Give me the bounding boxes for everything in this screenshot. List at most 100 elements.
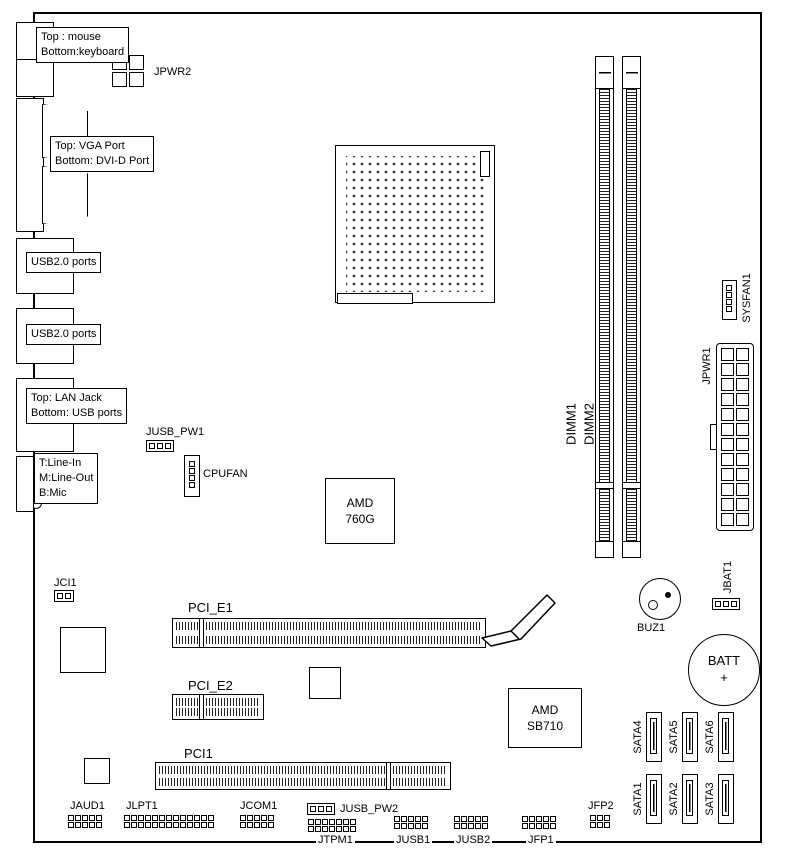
- jfp1-header: [522, 816, 556, 829]
- jusb-pw1-label: JUSB_PW1: [146, 426, 205, 438]
- pci-e2-key: [199, 695, 204, 719]
- dimm2-key-notch: [623, 482, 640, 489]
- audio-label-line3: B:Mic: [39, 486, 67, 499]
- sata6-label: SATA6: [704, 720, 716, 754]
- sata5-label: SATA5: [668, 720, 680, 754]
- dimm1-latch-bottom: [596, 541, 613, 557]
- jcom1-label: JCOM1: [240, 800, 278, 812]
- dvi-connector: [42, 166, 88, 224]
- jcom1-header: [240, 815, 274, 828]
- jusb-pw1-jumper: [146, 440, 174, 452]
- ps2-label: Top : mouse Bottom:keyboard: [36, 27, 130, 63]
- ps2-label-line1: Top : mouse: [41, 31, 101, 43]
- jusb2-label: JUSB2: [454, 834, 493, 846]
- buz1-label: BUZ1: [637, 622, 666, 634]
- jpwr2-connector: [112, 55, 144, 87]
- audio-label-line2: M:Line-Out: [39, 471, 94, 484]
- sysfan1-pins: [726, 285, 732, 312]
- dimm1-slot: [595, 56, 614, 558]
- audio-label-line1: T:Line-In: [39, 457, 82, 469]
- sata6-slot: [722, 718, 729, 754]
- dimm2-slot: [622, 56, 641, 558]
- sata2-connector: [682, 774, 698, 824]
- jaud1-header: [68, 815, 102, 828]
- ic-chip: [309, 667, 341, 699]
- pci-e1-label: PCI_E1: [188, 600, 233, 615]
- jusb-pw2-label: JUSB_PW2: [340, 803, 399, 815]
- pci1-contacts-bottom: [159, 778, 447, 786]
- pci-e1-contacts-top: [176, 622, 482, 630]
- northbridge-line1: AMD: [346, 495, 374, 510]
- ps2-label-line2: Bottom:keyboard: [41, 45, 125, 58]
- buzzer-dot: [665, 592, 671, 598]
- video-label-line2: Bottom: DVI-D Port: [55, 154, 150, 167]
- dimm2-latch-top: [623, 57, 640, 89]
- jpwr2-label: JPWR2: [154, 66, 192, 78]
- pcie-latch-icon: [481, 594, 556, 647]
- jfp2-header: [590, 815, 610, 828]
- battery: BATT +: [688, 634, 760, 706]
- jusb1-label: JUSB1: [394, 834, 433, 846]
- cpu-socket-pin-grid: [346, 156, 484, 292]
- pci1-contacts-top: [159, 766, 447, 774]
- jaud1-label: JAUD1: [70, 800, 105, 812]
- pci-e1-slot: [172, 618, 486, 648]
- dimm1-contacts-short: [599, 489, 610, 541]
- audio-label: T:Line-In M:Line-Out B:Mic: [34, 453, 99, 504]
- usb-bottom-label: USB2.0 ports: [26, 324, 102, 345]
- jtpm1-label: JTPM1: [316, 834, 355, 846]
- northbridge-line2: 760G: [345, 512, 375, 526]
- southbridge-line1: AMD: [531, 702, 559, 717]
- pci1-label: PCI1: [184, 746, 213, 761]
- ps2-keyboard-connector: [16, 59, 54, 97]
- jusb2-header: [454, 816, 488, 829]
- jlpt1-label: JLPT1: [126, 800, 158, 812]
- buzzer: [639, 578, 681, 620]
- sata1-label: SATA1: [632, 782, 644, 816]
- sata6-connector: [718, 712, 734, 762]
- sata2-slot: [686, 780, 693, 816]
- jci1-jumper: [54, 590, 74, 602]
- cpufan-label: CPUFAN: [203, 468, 248, 480]
- jbat1-label: JBAT1: [722, 560, 734, 594]
- jlpt1-header: [124, 815, 214, 828]
- jfp2-label: JFP2: [588, 800, 614, 812]
- sata3-slot: [722, 780, 729, 816]
- jusb-pw2-jumper: [307, 803, 335, 815]
- sata4-label: SATA4: [632, 720, 644, 754]
- pci-e2-label: PCI_E2: [188, 678, 233, 693]
- pci1-key: [386, 763, 391, 789]
- sata4-slot: [650, 718, 657, 754]
- pci1-slot: [155, 762, 451, 790]
- video-label: Top: VGA Port Bottom: DVI-D Port: [50, 136, 155, 172]
- ic-chip: [60, 627, 106, 673]
- dimm2-contacts-short: [626, 489, 637, 541]
- jpwr1-label: JPWR1: [701, 347, 713, 385]
- dimm1-key-notch: [596, 482, 613, 489]
- dimm1-latch-top: [596, 57, 613, 89]
- lan-label: Top: LAN Jack Bottom: USB ports: [26, 388, 128, 424]
- jci1-label: JCI1: [54, 577, 77, 589]
- southbridge-line2: SB710: [526, 719, 564, 733]
- sata3-connector: [718, 774, 734, 824]
- pci-e2-contacts-bottom: [176, 708, 260, 716]
- sata1-connector: [646, 774, 662, 824]
- video-label-line1: Top: VGA Port: [55, 140, 125, 152]
- battery-label: BATT: [707, 653, 741, 669]
- pci-e2-slot: [172, 694, 264, 720]
- dimm2-label: DIMM2: [581, 403, 597, 445]
- battery-polarity: +: [720, 670, 728, 685]
- audio-jack-connector: [16, 456, 34, 512]
- dimm1-label: DIMM1: [563, 403, 579, 445]
- sata5-slot: [686, 718, 693, 754]
- lan-label-line2: Bottom: USB ports: [31, 406, 123, 419]
- jfp1-label: JFP1: [526, 834, 556, 846]
- sata1-slot: [650, 780, 657, 816]
- northbridge-chip: AMD 760G: [325, 478, 395, 544]
- sata2-label: SATA2: [668, 782, 680, 816]
- dimm2-contacts: [626, 89, 637, 482]
- lan-label-line1: Top: LAN Jack: [31, 392, 102, 404]
- ic-chip: [84, 758, 110, 784]
- jbat1-jumper: [712, 598, 740, 610]
